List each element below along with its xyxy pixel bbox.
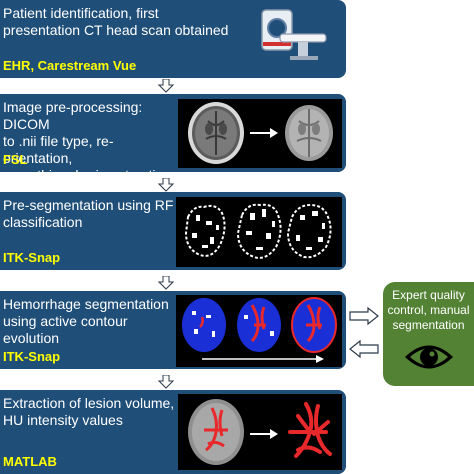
step-image-preprocessing: Image pre-processing: DICOM to .nii file…	[0, 94, 346, 183]
flow-arrow	[158, 79, 174, 93]
preprocessing-image-panel	[178, 99, 342, 168]
eye-icon	[403, 340, 455, 374]
step-tool: ITK-Snap	[3, 250, 61, 265]
expert-quality-control-panel: Expert quality control, manual segmentat…	[383, 282, 474, 386]
step-description: Extraction of lesion volume, HU intensit…	[3, 395, 175, 428]
segmentation-image-panel	[176, 295, 342, 367]
quality-control-label: Expert quality control, manual segmentat…	[387, 288, 470, 332]
step-description: Patient identification, first presentati…	[3, 5, 229, 38]
lesion-extraction-image-panel	[178, 394, 342, 470]
step-hemorrhage-segmentation: Hemorrhage segmentation using active con…	[0, 291, 346, 369]
step-description: Image pre-processing: DICOM to .nii file…	[3, 99, 172, 183]
flow-arrow	[158, 375, 174, 389]
step-tool: FSL	[3, 152, 28, 167]
flow-arrow	[158, 276, 174, 290]
step-lesion-extraction: Extraction of lesion volume, HU intensit…	[0, 390, 346, 474]
arrow-to-quality-control	[348, 307, 380, 325]
ct-scanner-icon	[250, 6, 330, 66]
step-tool: EHR, Carestream Vue	[3, 58, 137, 73]
step-patient-identification: Patient identification, first presentati…	[0, 0, 346, 78]
step-tool: MATLAB	[3, 454, 57, 469]
pre-segmentation-image-panel	[176, 197, 342, 267]
arrow-from-quality-control	[348, 340, 380, 358]
step-pre-segmentation: Pre-segmentation using RF classification…	[0, 192, 346, 270]
step-description: Hemorrhage segmentation using active con…	[3, 296, 169, 346]
step-tool: ITK-Snap	[3, 349, 61, 364]
flow-arrow	[158, 178, 174, 192]
step-description: Pre-segmentation using RF classification	[3, 197, 174, 230]
